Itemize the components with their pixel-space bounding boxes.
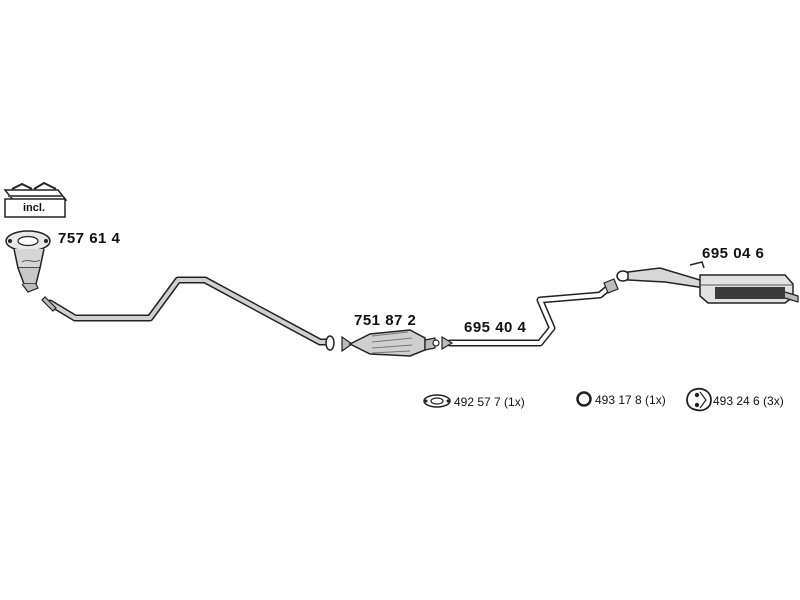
gasket-part-number: 492 57 7 (1x) [454, 395, 525, 409]
catalytic-converter-part-number: 751 87 2 [354, 312, 417, 329]
front-pipe-part-number: 757 61 4 [58, 230, 121, 247]
front-pipe-icon [41, 276, 335, 351]
gasket-icon [423, 394, 451, 408]
rubber-hanger-icon [686, 387, 712, 412]
sealing-ring-icon [576, 391, 592, 407]
kit-box-icon [3, 181, 68, 218]
rubber-hanger-part-number: 493 24 6 (3x) [713, 394, 784, 408]
kit-included-badge: incl. [23, 202, 46, 214]
catalytic-converter-icon [341, 329, 440, 357]
middle-pipe-part-number: 695 40 4 [464, 319, 527, 336]
middle-pipe-icon [441, 278, 619, 351]
rear-silencer-part-number: 695 04 6 [702, 245, 765, 262]
sealing-ring-part-number: 493 17 8 (1x) [595, 393, 666, 407]
front-pipe-manifold-icon [5, 230, 51, 293]
rear-silencer-icon [616, 261, 799, 304]
